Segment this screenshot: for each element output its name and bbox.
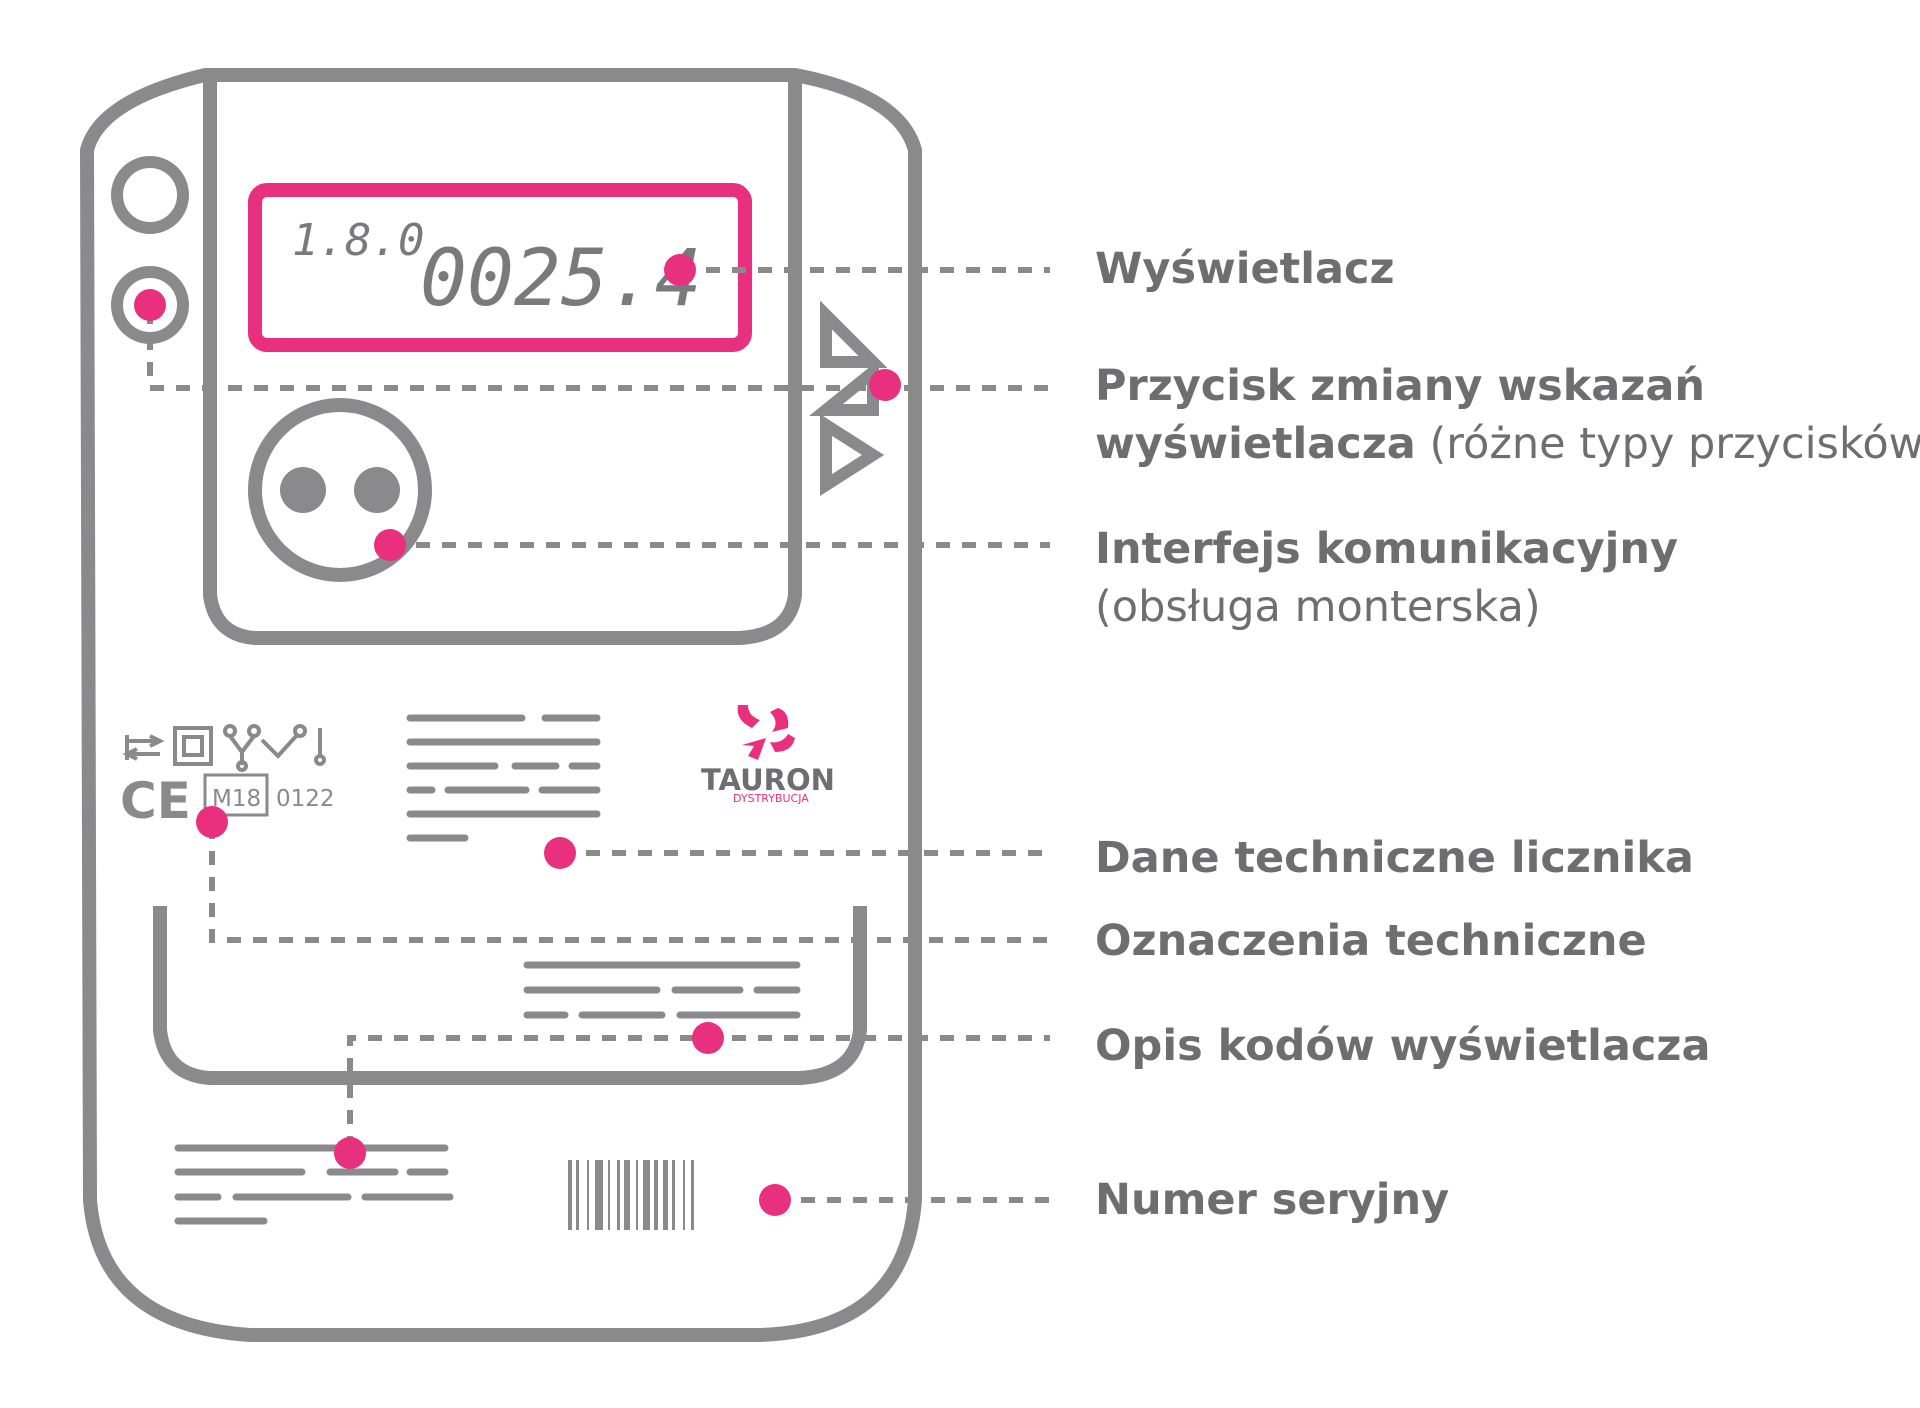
barcode [568,1160,694,1230]
interface-hole-right [354,467,400,513]
dot-interface [374,529,406,561]
callout-dots [134,254,901,1216]
tauron-logo: TAURON DYSTRYBUCJA [701,705,835,805]
tauron-logo-name: TAURON [701,763,835,797]
indicator-ring-top [111,156,189,234]
tauron-logo-sub: DYSTRYBUCJA [733,792,809,805]
leader-lines [147,267,1050,1203]
m18-mark: M18 [212,786,261,812]
display-panel: 1.8.0 0025.4 [248,183,752,352]
tech-data-lines [406,714,601,842]
label-interface-line2: (obsługa monterska) [1095,582,1541,632]
label-button-line1: Przycisk zmiany wskazań [1095,361,1705,411]
barcode-bar [587,1160,589,1230]
label-tech-marks: Oznaczenia techniczne [1095,916,1647,966]
barcode-bar [624,1160,630,1230]
triangle-top [820,300,888,368]
label-serial: Numer seryjny [1095,1175,1449,1225]
triangles-marker [809,300,888,496]
dot-button-indicator [134,289,166,321]
barcode-bar [576,1160,579,1230]
interface-hole-left [280,467,326,513]
leader-codes [347,1035,1050,1150]
barcode-bar [636,1160,638,1230]
callout-labels: Wyświetlacz Przycisk zmiany wskazań wyśw… [1095,244,1920,1225]
leader-button [147,310,1050,391]
barcode-bar [683,1160,685,1230]
dot-tech-marks [196,806,228,838]
m18-box [203,773,269,817]
barcode-bar [672,1160,675,1230]
dot-tech-data [544,837,576,869]
barcode-bar [691,1160,694,1230]
double-insulation-icon [173,726,213,766]
barcode-bar [568,1160,572,1230]
meter-body [80,68,922,1342]
notified-body-number: 0122 [276,786,335,812]
barcode-bar [608,1160,610,1230]
meter-outline [80,68,922,1342]
dot-codes [692,1022,724,1054]
barcode-bar [595,1160,603,1230]
display-code: 1.8.0 [292,215,424,266]
terminal-symbol-icon [122,734,165,761]
serial-lines [174,1144,454,1225]
label-button-line2: wyświetlacza (różne typy przycisków) [1095,419,1920,469]
dot-button [869,369,901,401]
dot-serial [759,1184,791,1216]
dot-serial-lines [334,1137,366,1169]
barcode-bar [654,1160,658,1230]
circuit-symbol-icon [223,724,326,772]
triangle-bottom [820,414,885,496]
label-display: Wyświetlacz [1095,244,1395,294]
dot-display [664,254,696,286]
barcode-bar [643,1160,650,1230]
tauron-logo-mark-icon [737,705,795,760]
ce-mark: CE [120,772,191,830]
label-tech-data: Dane techniczne licznika [1095,833,1694,883]
codes-lines [523,961,801,1019]
label-codes: Opis kodów wyświetlacza [1095,1021,1710,1071]
technical-symbols [122,724,326,772]
label-interface-line1: Interfejs komunikacyjny [1095,524,1678,574]
leader-tech-marks [209,825,1050,943]
optical-interface [248,398,432,582]
barcode-bar [663,1160,668,1230]
meter-cover [203,78,802,645]
barcode-bar [617,1160,620,1230]
meter-lower-pocket [153,906,867,1085]
interface-ring [248,398,432,582]
display-value: 0025.4 [420,234,702,324]
